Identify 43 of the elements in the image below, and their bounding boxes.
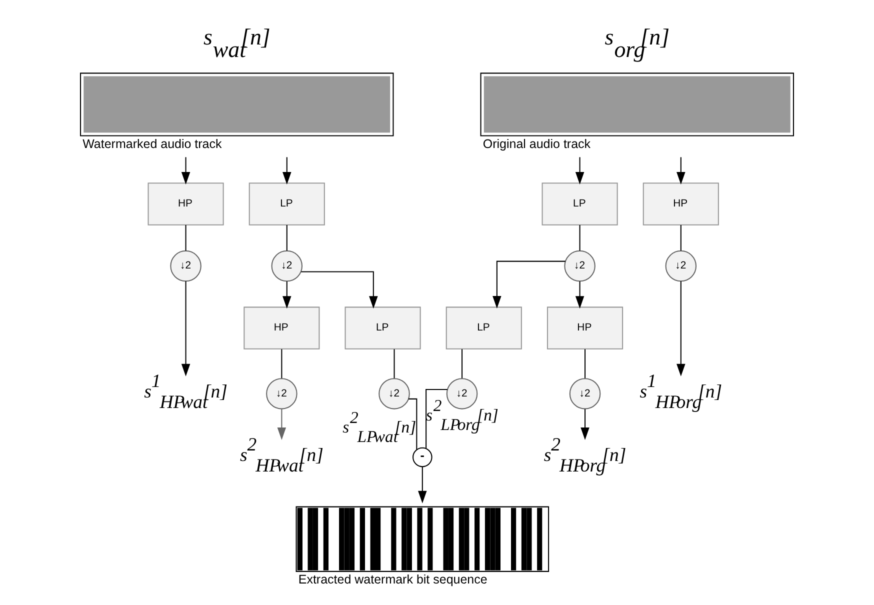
connector [426, 389, 448, 448]
connector [408, 398, 418, 450]
arrow [181, 157, 190, 185]
connector [286, 225, 288, 251]
arrow [282, 281, 292, 309]
arrow [575, 157, 584, 185]
arrow [575, 281, 584, 309]
node-box: HP [148, 182, 224, 226]
node-box: LP [248, 182, 325, 226]
arrow [277, 409, 286, 440]
arrow [676, 281, 686, 376]
node-box: HP [546, 306, 624, 350]
connector [584, 349, 586, 378]
arrow [492, 260, 566, 308]
node-box: HP [244, 306, 320, 350]
node-circle: ↓2 [564, 250, 596, 282]
node-box: LP [542, 182, 618, 226]
arrow [301, 271, 378, 309]
node-box: LP [446, 306, 522, 350]
node-circle: ↓2 [446, 378, 478, 410]
node-circle: ↓2 [665, 250, 697, 282]
connector [185, 225, 186, 251]
connector [281, 349, 282, 378]
node-box: HP [642, 182, 719, 226]
connector [462, 349, 463, 378]
node-circle: ↓2 [378, 378, 410, 410]
connector [394, 349, 395, 378]
connector [680, 225, 682, 251]
node-label: Extracted watermark bit sequence [298, 572, 488, 587]
arrow [418, 466, 427, 504]
node-circle: ↓2 [266, 378, 298, 410]
node-circle: ↓2 [569, 378, 601, 410]
node-box: LP [344, 306, 421, 350]
node-circle: ↓2 [271, 250, 303, 282]
node-circle: - [412, 447, 432, 468]
node-label: Watermarked audio track [82, 136, 222, 151]
arrow [181, 281, 190, 376]
arrow [676, 157, 686, 185]
node-label: Original audio track [482, 136, 591, 151]
node-circle: ↓2 [170, 250, 202, 282]
arrow [580, 409, 590, 440]
arrow [282, 157, 292, 185]
connector [579, 225, 580, 251]
